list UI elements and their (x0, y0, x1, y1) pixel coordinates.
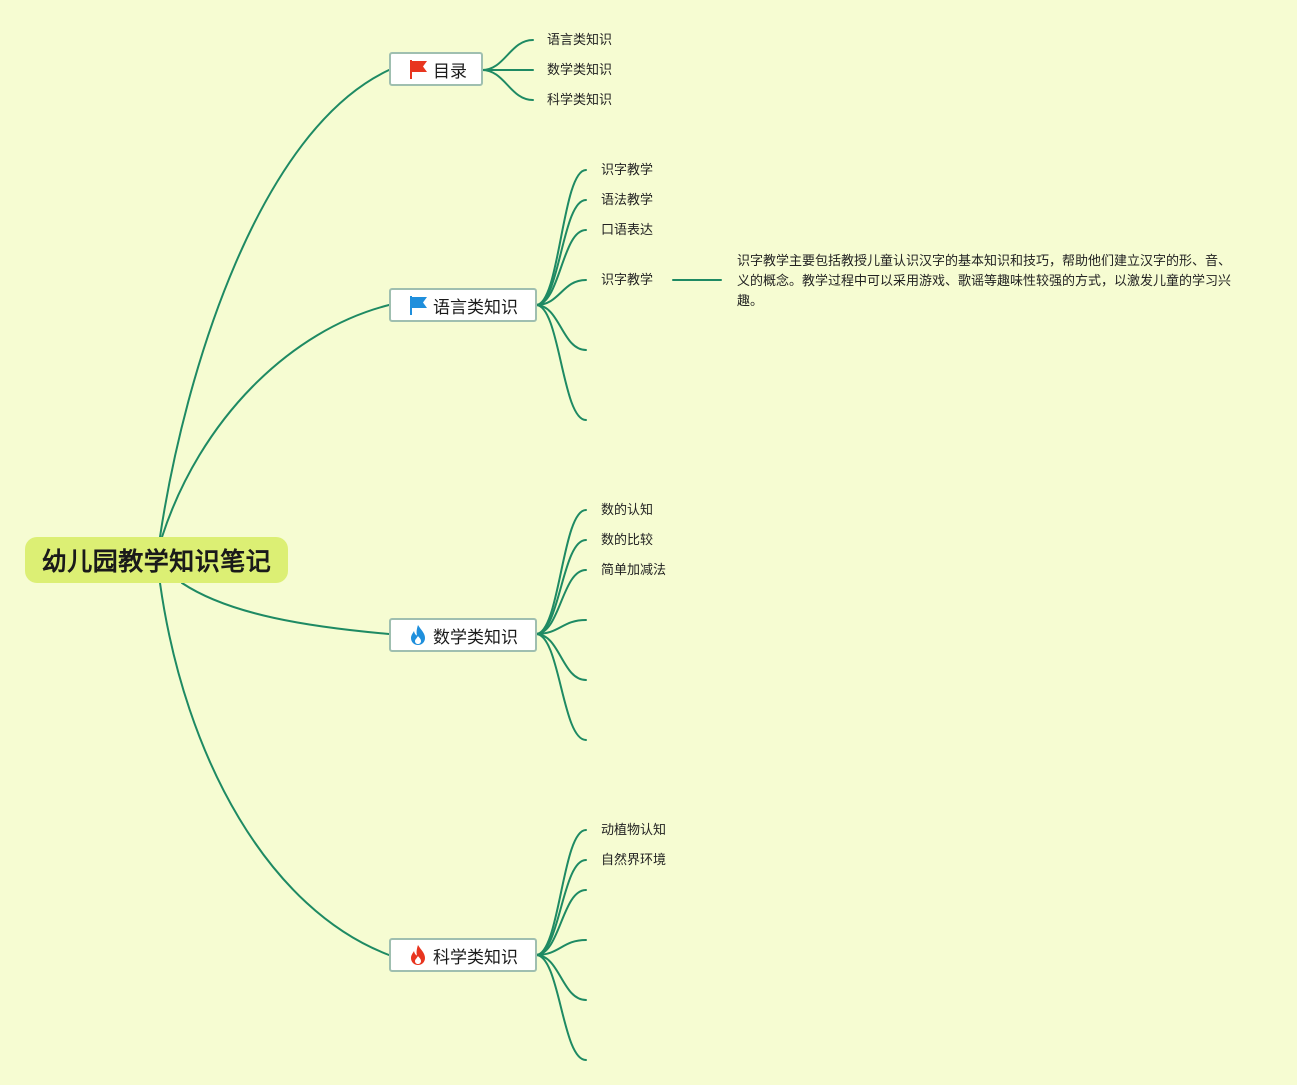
link-shuxue-5 (535, 633, 587, 681)
blue-fire-icon (407, 624, 429, 646)
link-kexue-1 (535, 829, 587, 956)
leaf-shuxue-2[interactable]: 数的比较 (601, 533, 654, 548)
link-kexue-2 (535, 859, 587, 956)
leaf-yuyan-1[interactable]: 识字教学 (601, 163, 654, 178)
link-kexue-6 (535, 954, 587, 1061)
link-kexue-5 (535, 954, 587, 1001)
link-shuxue-3 (535, 569, 587, 635)
link-root-yuyan (161, 304, 390, 538)
link-kexue-4 (535, 939, 587, 956)
root-topic[interactable]: 幼儿园教学知识笔记 (25, 537, 288, 583)
link-shuxue-1 (535, 509, 587, 635)
link-yuyan-6 (535, 304, 587, 421)
branch-shuxue[interactable]: 数学类知识 (389, 618, 537, 652)
link-yuyan-3 (535, 229, 587, 306)
link-mulu-1 (481, 39, 534, 71)
link-shuxue-6 (535, 633, 587, 741)
link-root-kexue (159, 582, 390, 956)
leaf-mulu-2[interactable]: 数学类知识 (547, 63, 613, 78)
red-flag-icon (407, 58, 429, 80)
branch-label: 目录 (433, 61, 467, 82)
link-shuxue-2 (535, 539, 587, 635)
branch-label: 科学类知识 (433, 947, 518, 968)
branch-kexue[interactable]: 科学类知识 (389, 938, 537, 972)
link-kexue-3 (535, 889, 587, 956)
leaf-yuyan-2[interactable]: 语法教学 (601, 193, 654, 208)
link-root-shuxue (181, 582, 390, 635)
red-fire-icon (407, 944, 429, 966)
link-shuxue-4 (535, 619, 587, 635)
link-mulu-3 (481, 69, 534, 101)
leaf-shuxue-1[interactable]: 数的认知 (601, 503, 654, 518)
leaf-kexue-2[interactable]: 自然界环境 (601, 853, 667, 868)
branch-mulu[interactable]: 目录 (389, 52, 483, 86)
connector-lines (159, 39, 722, 1061)
leaf-mulu-1[interactable]: 语言类知识 (547, 33, 613, 48)
note-shizi: 识字教学主要包括教授儿童认识汉字的基本知识和技巧，帮助他们建立汉字的形、音、义的… (737, 254, 1232, 309)
link-yuyan-5 (535, 304, 587, 351)
branch-yuyan[interactable]: 语言类知识 (389, 288, 537, 322)
branch-label: 数学类知识 (433, 627, 518, 648)
link-yuyan-2 (535, 199, 587, 306)
leaf-yuyan-3[interactable]: 口语表达 (601, 223, 654, 238)
leaf-shuxue-3[interactable]: 简单加减法 (601, 563, 667, 578)
link-yuyan-4 (535, 279, 587, 306)
leaf-yuyan-4[interactable]: 识字教学 (601, 273, 654, 288)
link-yuyan-1 (535, 169, 587, 306)
blue-flag-icon (407, 294, 429, 316)
leaf-mulu-3[interactable]: 科学类知识 (547, 93, 613, 108)
branch-label: 语言类知识 (433, 297, 518, 318)
leaf-kexue-1[interactable]: 动植物认知 (601, 823, 667, 838)
link-root-mulu (159, 69, 390, 538)
